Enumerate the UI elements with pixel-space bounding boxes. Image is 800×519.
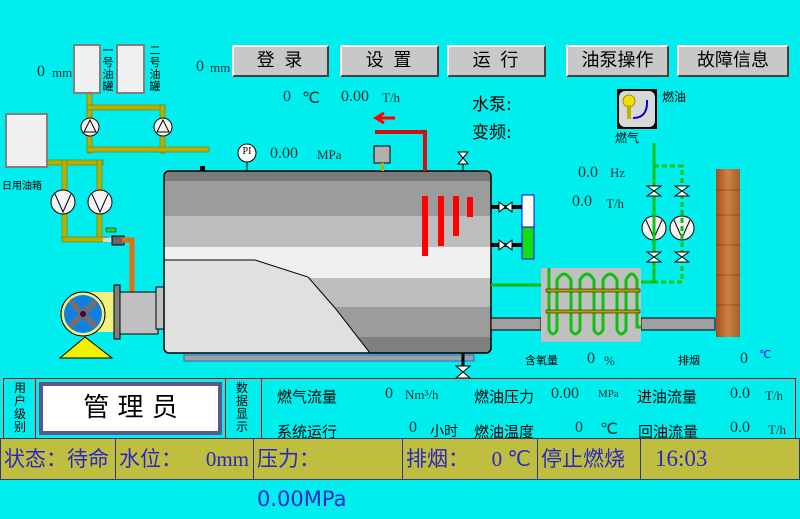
- data-display-label: 数据显示: [235, 381, 248, 434]
- pump-operations-button[interactable]: 油泵操作: [566, 45, 669, 77]
- steam-temp-unit: ℃: [302, 90, 320, 107]
- status-water-level: 水位： 0mm: [115, 438, 254, 480]
- flame-bars: [422, 196, 473, 256]
- tank2-label: 二号油罐: [149, 44, 161, 93]
- steam-flow-value: 0.00: [341, 88, 369, 105]
- oxygen-value: 0: [587, 350, 595, 367]
- oxygen-label: 含氧量: [525, 354, 558, 367]
- water-pump-label: 水泵:: [472, 95, 512, 115]
- fault-info-button[interactable]: 故障信息: [677, 45, 789, 77]
- system-runtime-label: 系统运行: [277, 423, 338, 441]
- exhaust-status-label: 排烟：: [406, 447, 469, 471]
- oil-inflow-unit: T/h: [765, 388, 784, 403]
- status-burn-state: 停止燃烧: [537, 438, 641, 480]
- exhaust-status-value: 0 ℃: [491, 447, 531, 471]
- system-runtime-value: 0: [409, 419, 417, 436]
- oil-return-label: 回油流量: [638, 423, 699, 441]
- burner: [58, 284, 165, 359]
- boiler-pressure-value: 0.00: [270, 145, 298, 162]
- system-runtime-unit: 小时: [430, 424, 458, 440]
- feed-flow-unit: T/h: [606, 196, 625, 211]
- user-level-label: 用户级别: [13, 381, 26, 434]
- gas-flow-value: 0: [385, 385, 393, 402]
- status-time: 16:03: [640, 438, 800, 480]
- fuel-gas-label: 燃气: [615, 131, 640, 145]
- water-level-value: 0mm: [205, 447, 249, 471]
- boiler: [163, 166, 535, 362]
- boiler-pressure-unit: MPa: [317, 147, 342, 162]
- tank1-label: 一号油罐: [102, 44, 114, 93]
- status-state: 状态：待命: [0, 438, 116, 480]
- steam-temp-value: 0: [283, 88, 291, 105]
- oil-inflow-label: 进油流量: [637, 388, 698, 406]
- exhaust-label: 排烟: [678, 354, 700, 367]
- economizer-coil: [547, 268, 641, 336]
- chimney: [716, 169, 740, 337]
- oxygen-unit: %: [604, 353, 615, 368]
- feed-frequency-unit: Hz: [610, 165, 626, 180]
- tank3-level-value: 0: [196, 58, 204, 75]
- run-button[interactable]: 运 行: [447, 45, 546, 77]
- water-level-label: 水位：: [119, 447, 182, 471]
- tank3-level-unit: mm: [210, 60, 231, 75]
- status-pressure: 压力：0.00MPa: [253, 438, 403, 511]
- tank1-level-value: 0: [37, 63, 45, 80]
- feed-flow-value: 0.0: [572, 193, 592, 210]
- exhaust-temp-unit: ℃: [759, 348, 772, 361]
- oil-pressure-label: 燃油压力: [474, 388, 535, 406]
- pressure-gauge-label: PI: [242, 146, 252, 157]
- oil-temp-unit: ℃: [600, 421, 618, 438]
- exhaust-temp-value: 0: [740, 350, 748, 367]
- oil-temp-label: 燃油温度: [474, 423, 535, 441]
- oil-pressure-value: 0.00: [551, 385, 579, 402]
- user-level-display[interactable]: 管 理 员: [39, 382, 222, 435]
- feed-frequency-value: 0.0: [578, 164, 598, 181]
- steam-flow-unit: T/h: [382, 90, 401, 105]
- login-button[interactable]: 登 录: [232, 45, 329, 77]
- settings-button[interactable]: 设 置: [340, 45, 439, 77]
- oil-inflow-value: 0.0: [730, 385, 750, 402]
- gas-flow-label: 燃气流量: [277, 388, 338, 406]
- oil-pressure-unit: MPa: [598, 388, 619, 400]
- oil-tanks: [5, 44, 145, 168]
- oil-temp-value: 0: [575, 419, 583, 436]
- fuel-oil-label: 燃油: [662, 90, 687, 104]
- tank1-level-unit: mm: [52, 65, 73, 80]
- oil-return-unit: T/h: [768, 422, 787, 437]
- fuel-switch-knob[interactable]: [617, 89, 657, 129]
- daily-tank-label: 日用油箱: [2, 181, 42, 192]
- oil-return-value: 0.0: [730, 419, 750, 436]
- status-exhaust: 排烟： 0 ℃: [402, 438, 538, 480]
- process-diagram: [5, 44, 740, 379]
- vfd-label: 变频:: [472, 123, 512, 143]
- gas-flow-unit: Nm³/h: [405, 387, 439, 402]
